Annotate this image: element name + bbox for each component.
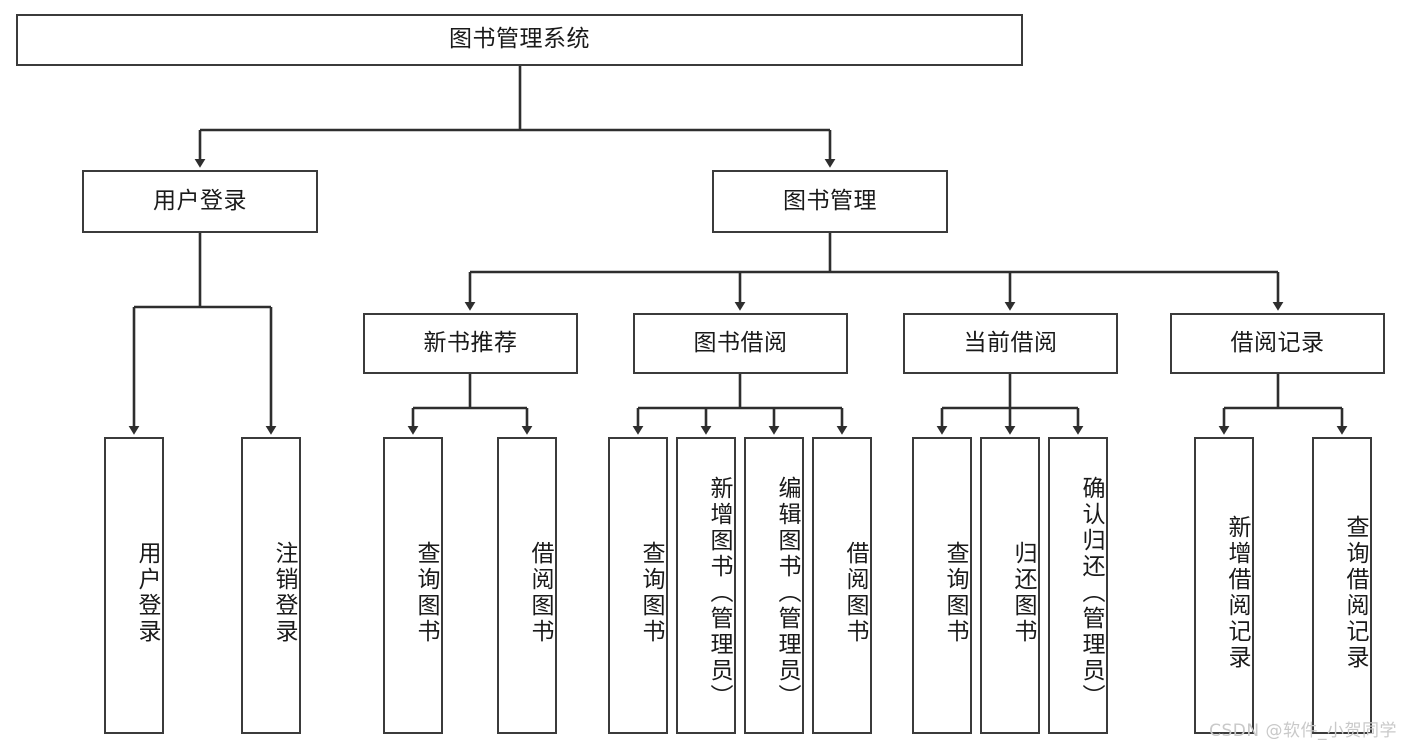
leaf-label: 新增借阅记录 bbox=[1224, 514, 1250, 671]
leaf-borrow-borrow-book[interactable]: 借阅图书 bbox=[812, 437, 872, 734]
leaf-label: 注销登录 bbox=[271, 540, 297, 645]
node-new-book-recommend-label: 新书推荐 bbox=[423, 329, 518, 356]
leaf-label: 新增图书（管理员） bbox=[706, 475, 732, 710]
node-root-label: 图书管理系统 bbox=[449, 26, 590, 53]
leaf-current-return-book[interactable]: 归还图书 bbox=[980, 437, 1040, 734]
node-current-borrow[interactable]: 当前借阅 bbox=[903, 313, 1118, 374]
leaf-user-login-login[interactable]: 用户登录 bbox=[104, 437, 164, 734]
node-book-management[interactable]: 图书管理 bbox=[712, 170, 948, 233]
leaf-borrow-query-book[interactable]: 查询图书 bbox=[608, 437, 668, 734]
leaf-label: 编辑图书（管理员） bbox=[774, 475, 800, 710]
leaf-current-confirm-return-admin[interactable]: 确认归还（管理员） bbox=[1048, 437, 1108, 734]
leaf-recommend-borrow-book[interactable]: 借阅图书 bbox=[497, 437, 557, 734]
node-current-borrow-label: 当前借阅 bbox=[963, 329, 1058, 356]
leaf-record-query-record[interactable]: 查询借阅记录 bbox=[1312, 437, 1372, 734]
node-book-borrow[interactable]: 图书借阅 bbox=[633, 313, 848, 374]
leaf-label: 用户登录 bbox=[134, 540, 160, 645]
leaf-user-login-logout[interactable]: 注销登录 bbox=[241, 437, 301, 734]
csdn-watermark: CSDN @软件_小贺同学 bbox=[1209, 721, 1397, 741]
node-user-login-label: 用户登录 bbox=[153, 187, 247, 214]
node-new-book-recommend[interactable]: 新书推荐 bbox=[363, 313, 578, 374]
leaf-borrow-edit-book-admin[interactable]: 编辑图书（管理员） bbox=[744, 437, 804, 734]
node-borrow-record[interactable]: 借阅记录 bbox=[1170, 313, 1385, 374]
node-user-login[interactable]: 用户登录 bbox=[82, 170, 318, 233]
node-borrow-record-label: 借阅记录 bbox=[1230, 329, 1325, 356]
leaf-recommend-query-book[interactable]: 查询图书 bbox=[383, 437, 443, 734]
node-root[interactable]: 图书管理系统 bbox=[16, 14, 1023, 66]
node-book-management-label: 图书管理 bbox=[783, 187, 877, 214]
leaf-label: 借阅图书 bbox=[527, 540, 553, 645]
leaf-label: 归还图书 bbox=[1010, 540, 1036, 645]
leaf-label: 查询图书 bbox=[413, 540, 439, 645]
leaf-label: 确认归还（管理员） bbox=[1078, 475, 1104, 710]
leaf-current-query-book[interactable]: 查询图书 bbox=[912, 437, 972, 734]
leaf-borrow-add-book-admin[interactable]: 新增图书（管理员） bbox=[676, 437, 736, 734]
leaf-record-add-record[interactable]: 新增借阅记录 bbox=[1194, 437, 1254, 734]
leaf-label: 借阅图书 bbox=[842, 540, 868, 645]
leaf-label: 查询借阅记录 bbox=[1342, 514, 1368, 671]
node-book-borrow-label: 图书借阅 bbox=[693, 329, 788, 356]
leaf-label: 查询图书 bbox=[942, 540, 968, 645]
leaf-label: 查询图书 bbox=[638, 540, 664, 645]
